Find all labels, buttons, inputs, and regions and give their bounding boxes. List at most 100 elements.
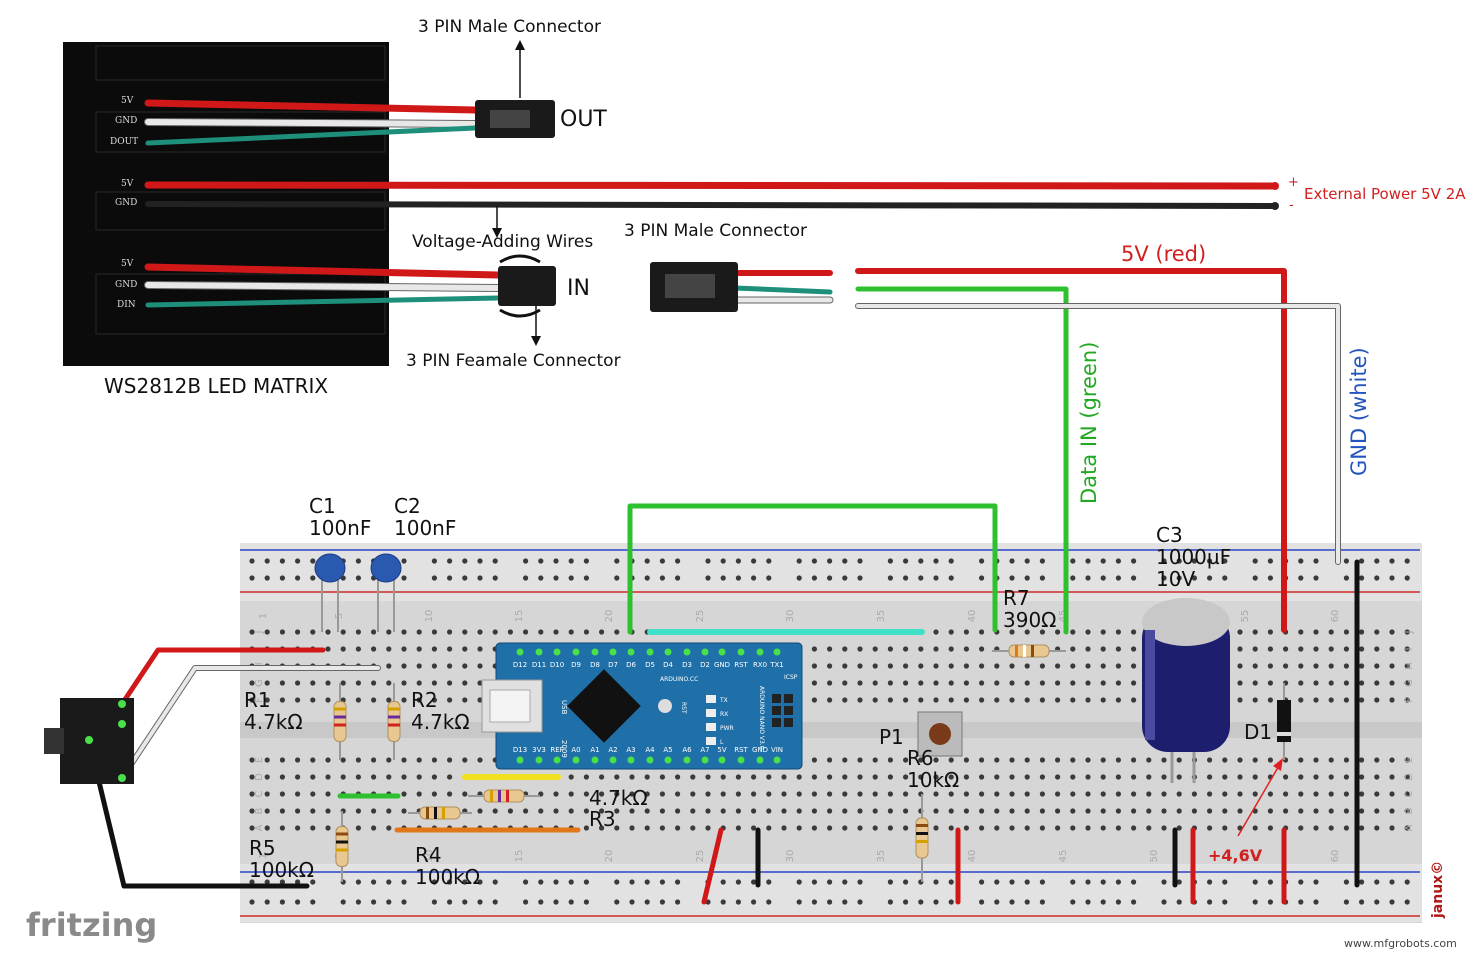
rail-hole xyxy=(355,899,361,905)
row-letter: I xyxy=(1404,648,1415,651)
rail-hole xyxy=(492,558,498,564)
wire-mid-green xyxy=(732,285,833,295)
hole xyxy=(401,697,407,703)
hole xyxy=(1039,663,1045,669)
hole xyxy=(1176,791,1182,797)
hole xyxy=(1298,663,1304,669)
hole xyxy=(1313,774,1319,780)
hole xyxy=(933,808,939,814)
rail-hole xyxy=(310,899,316,905)
hole xyxy=(1039,808,1045,814)
hole xyxy=(827,757,833,763)
rail-hole xyxy=(1359,575,1365,581)
hole xyxy=(1085,697,1091,703)
nano-pin-bottom xyxy=(737,756,745,764)
hole xyxy=(1024,697,1030,703)
nano-led xyxy=(706,695,716,703)
hole xyxy=(1222,757,1228,763)
hole xyxy=(994,697,1000,703)
resistor-r4-band xyxy=(434,807,437,819)
nano-pin-top xyxy=(627,648,635,656)
hole xyxy=(1222,791,1228,797)
rail-hole xyxy=(1313,899,1319,905)
hole xyxy=(1176,774,1182,780)
rail-hole xyxy=(447,575,453,581)
rail-hole xyxy=(644,558,650,564)
rail-hole xyxy=(887,558,894,564)
hole xyxy=(842,791,848,797)
hole xyxy=(979,774,985,780)
rail-hole xyxy=(887,899,894,905)
hole xyxy=(1085,680,1091,686)
rail-hole xyxy=(1404,879,1410,885)
hole xyxy=(1131,791,1137,797)
hole xyxy=(325,774,331,780)
nano-icsp-label: ICSP xyxy=(784,674,798,681)
rail-hole xyxy=(523,899,529,905)
rail-hole xyxy=(1161,879,1167,885)
resistor-r4-band xyxy=(442,807,445,819)
hole xyxy=(1024,663,1030,669)
hole xyxy=(705,808,711,814)
rail-hole xyxy=(401,558,407,564)
nano-pin-top xyxy=(646,648,654,656)
hole xyxy=(751,825,757,831)
hole xyxy=(994,791,1000,797)
rail-hole xyxy=(371,879,377,885)
hole xyxy=(1085,825,1091,831)
hole xyxy=(249,808,255,814)
hole xyxy=(583,629,590,635)
c1-name: C1 xyxy=(309,494,336,518)
column-number-top: 30 xyxy=(785,610,796,623)
hole xyxy=(249,629,255,635)
author-credit: janux© xyxy=(1430,860,1446,918)
rail-hole xyxy=(568,558,574,564)
nano-pin-label-top: D5 xyxy=(645,661,655,669)
nano-pin-top xyxy=(701,648,709,656)
nano-pin-label-bottom: A1 xyxy=(590,746,599,754)
rail-hole xyxy=(994,879,1000,885)
rail-hole xyxy=(249,899,255,905)
pin-din: DIN xyxy=(117,300,136,310)
resistor-r5-band xyxy=(336,840,348,844)
rail-hole xyxy=(523,575,529,581)
hole xyxy=(781,791,787,797)
hole xyxy=(1374,757,1380,763)
hole xyxy=(1131,646,1137,652)
hole xyxy=(462,629,468,635)
hole xyxy=(371,629,377,635)
rail-hole xyxy=(751,575,757,581)
rail-hole xyxy=(751,899,757,905)
watermark: www.mfgrobots.com xyxy=(1344,937,1457,950)
hole xyxy=(568,808,574,814)
hole xyxy=(811,697,818,703)
hole xyxy=(553,791,559,797)
hole xyxy=(948,825,954,831)
hole xyxy=(994,825,1000,831)
hole xyxy=(1298,774,1304,780)
hole xyxy=(614,774,620,780)
hole xyxy=(1070,808,1076,814)
hole xyxy=(295,791,301,797)
hole xyxy=(310,697,316,703)
nano-pin-label-top: TX1 xyxy=(769,661,784,669)
hole xyxy=(857,791,863,797)
row-letter: C xyxy=(254,790,265,797)
hole xyxy=(279,825,285,831)
rail-hole xyxy=(918,558,924,564)
rail-hole xyxy=(477,899,483,905)
in-connector-latch xyxy=(499,254,541,264)
hole xyxy=(355,757,361,763)
r3-value: 4.7kΩ xyxy=(589,786,648,810)
hole xyxy=(690,791,696,797)
hole xyxy=(310,825,316,831)
hole xyxy=(355,646,361,652)
hole xyxy=(1115,791,1121,797)
rail-hole xyxy=(1024,558,1030,564)
rail-hole xyxy=(1207,899,1213,905)
hole xyxy=(1039,791,1045,797)
column-number-bottom: 60 xyxy=(1330,850,1341,863)
hole xyxy=(1009,663,1015,669)
rail-hole xyxy=(1085,879,1091,885)
r3-name: R3 xyxy=(589,807,616,831)
